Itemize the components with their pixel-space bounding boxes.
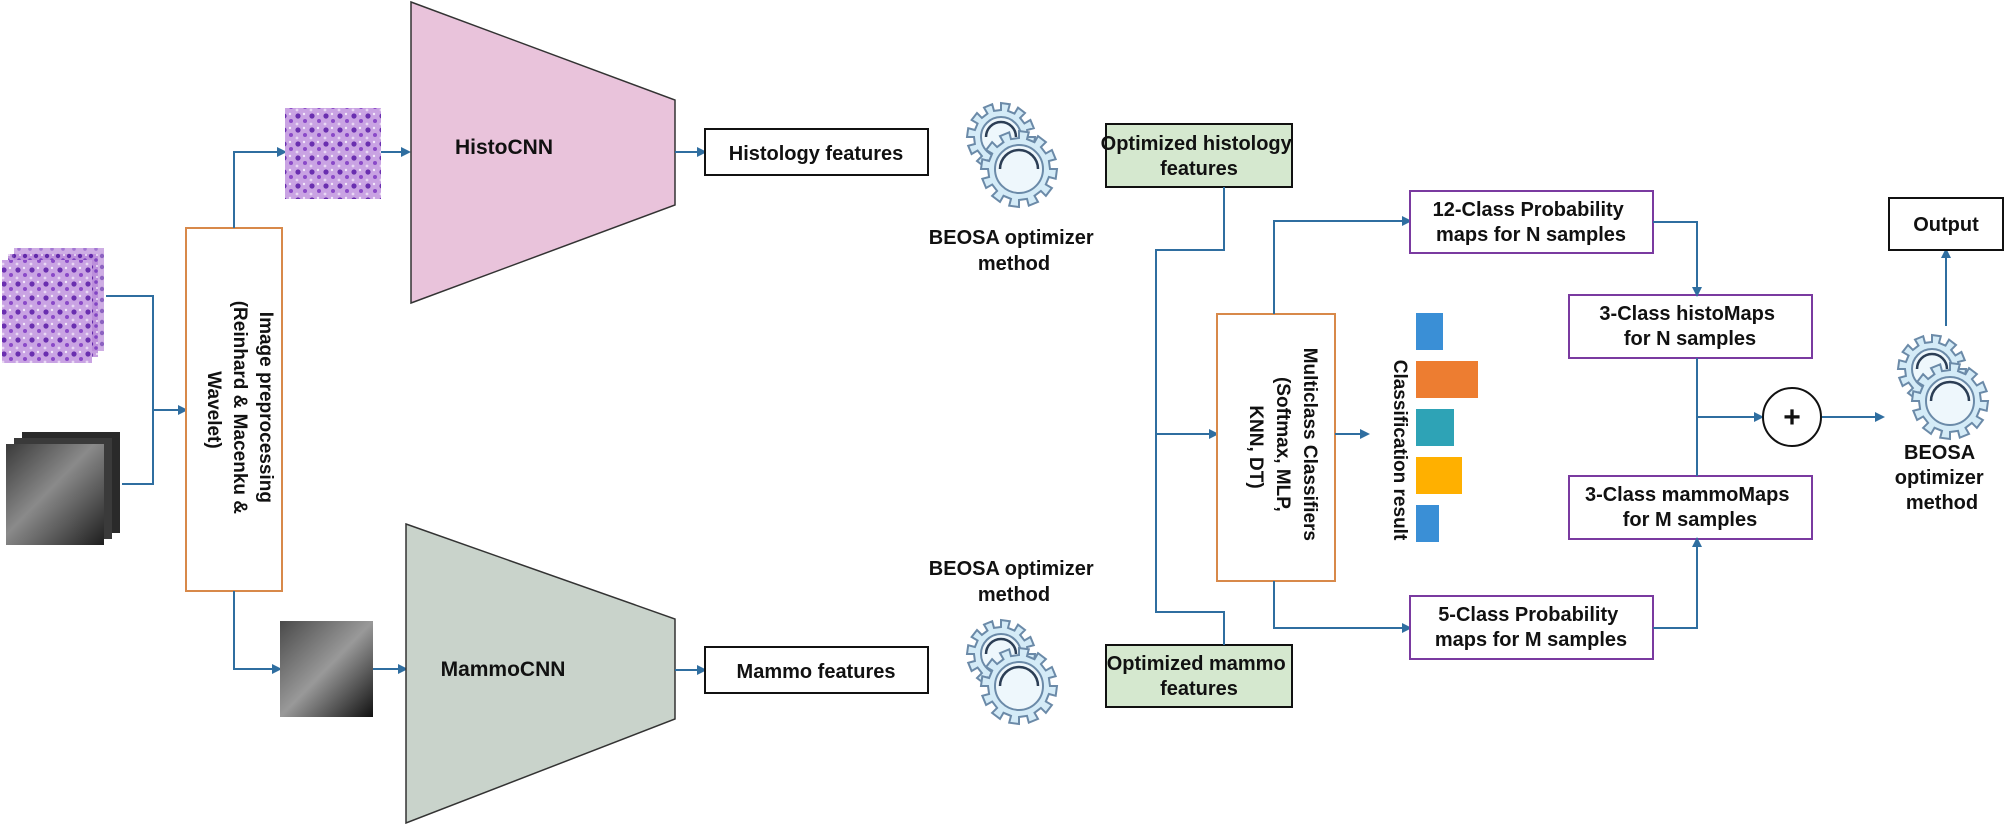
histocnn-shape	[410, 0, 676, 305]
mammo-features-label: Mammo features	[737, 661, 896, 683]
input-connectors	[106, 295, 188, 485]
preprocessing-line-2: (Reinhard & Macenku &	[229, 301, 250, 515]
optimized-mammo-label: Optimized mammo features	[1107, 653, 1291, 700]
mammocnn-block: MammoCNN	[405, 522, 676, 824]
mammogram-patch	[280, 621, 373, 717]
preprocessing-line-1: Image preprocessing	[255, 312, 276, 503]
output-box: Output	[1888, 197, 2004, 251]
input-histology-stack	[2, 248, 104, 363]
result-bar	[1416, 505, 1439, 542]
combine-node: +	[1762, 387, 1822, 447]
classifier-box: Multiclass Classifiers (Softmax, MLP, KN…	[1216, 313, 1336, 582]
histomaps-label: 3-Class histoMaps for N samples	[1599, 303, 1780, 350]
histology-features-label: Histology features	[729, 143, 903, 165]
prob5-label: 5-Class Probability maps for M samples	[1435, 604, 1627, 651]
input-mammogram-stack	[6, 432, 120, 545]
optimized-mammo-box: Optimized mammo features	[1105, 644, 1293, 708]
mammocnn-shape	[405, 522, 676, 824]
mammocnn-label: MammoCNN	[441, 658, 566, 681]
classification-result-bars	[1416, 313, 1478, 542]
histocnn-label: HistoCNN	[455, 136, 553, 159]
combine-symbol: +	[1783, 401, 1801, 434]
classifier-input-connectors	[1155, 187, 1225, 645]
mammomaps-box: 3-Class mammoMaps for M samples	[1568, 475, 1813, 540]
classification-result-label: Classification result	[1389, 360, 1410, 541]
result-bar	[1416, 361, 1478, 398]
beosa-bottom-label: BEOSA optimizer method	[929, 558, 1099, 606]
histology-features-box: Histology features	[704, 128, 929, 176]
preprocessing-label: Image preprocessing (Reinhard & Macenku …	[203, 301, 276, 520]
gear-icon	[1896, 333, 1990, 441]
prob12-label: 12-Class Probability maps for N samples	[1433, 199, 1630, 246]
result-bar	[1416, 313, 1443, 350]
prob5-box: 5-Class Probability maps for M samples	[1409, 595, 1654, 660]
gear-icon	[965, 101, 1059, 209]
result-bar	[1416, 409, 1454, 446]
histomaps-box: 3-Class histoMaps for N samples	[1568, 294, 1813, 359]
classifier-label: Multiclass Classifiers (Softmax, MLP, KN…	[1245, 348, 1320, 547]
optimized-histology-box: Optimized histology features	[1101, 123, 1298, 188]
result-bar	[1416, 457, 1462, 494]
mammomaps-label: 3-Class mammoMaps for M samples	[1585, 484, 1795, 531]
histocnn-block: HistoCNN	[410, 0, 676, 305]
output-label: Output	[1913, 214, 1979, 236]
preprocessing-output-connectors	[233, 147, 411, 674]
beosa-top-label: BEOSA optimizer method	[929, 227, 1099, 275]
gear-icon	[965, 618, 1059, 726]
preprocessing-box: Image preprocessing (Reinhard & Macenku …	[185, 227, 283, 592]
map-connectors	[1653, 221, 1951, 629]
preprocessing-line-3: Wavelet)	[203, 371, 224, 448]
histology-patch	[285, 108, 381, 199]
prob12-box: 12-Class Probability maps for N samples	[1409, 190, 1654, 254]
optimized-histology-label: Optimized histology features	[1101, 133, 1298, 180]
beosa-right-label: BEOSA optimizer method	[1895, 442, 1989, 514]
mammo-features-box: Mammo features	[704, 646, 929, 694]
